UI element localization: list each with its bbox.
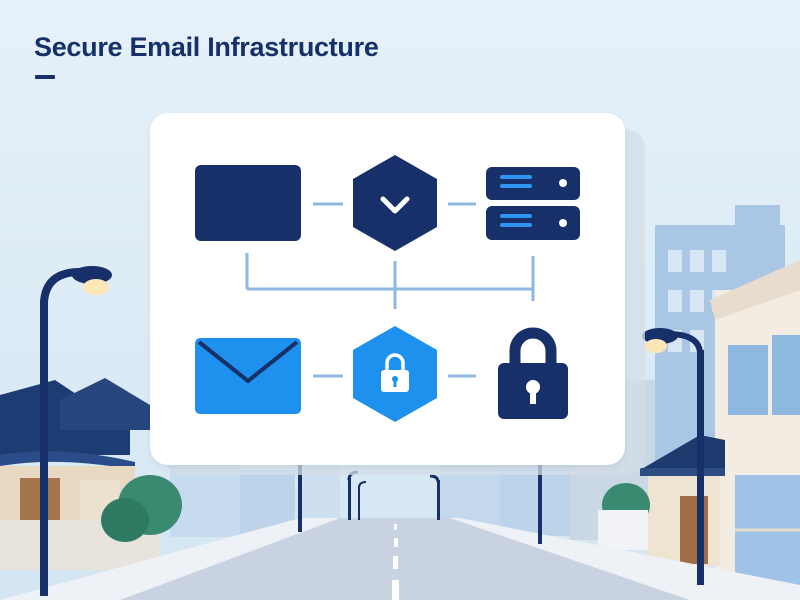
title-underline xyxy=(35,75,55,79)
left-hanok xyxy=(0,378,182,570)
hexagon-checkmark-icon xyxy=(353,155,437,251)
connector-lines xyxy=(245,202,535,378)
monitor-icon xyxy=(195,165,301,241)
hexagon-padlock-icon xyxy=(353,326,437,422)
diagram-card xyxy=(150,113,625,465)
infrastructure-diagram xyxy=(195,155,580,422)
page-title: Secure Email Infrastructure xyxy=(34,32,379,62)
server-stack-icon xyxy=(486,167,580,240)
envelope-icon xyxy=(195,338,301,414)
right-house xyxy=(710,260,800,600)
padlock-icon xyxy=(498,327,568,419)
street-lamps xyxy=(40,266,704,596)
road xyxy=(0,518,800,600)
